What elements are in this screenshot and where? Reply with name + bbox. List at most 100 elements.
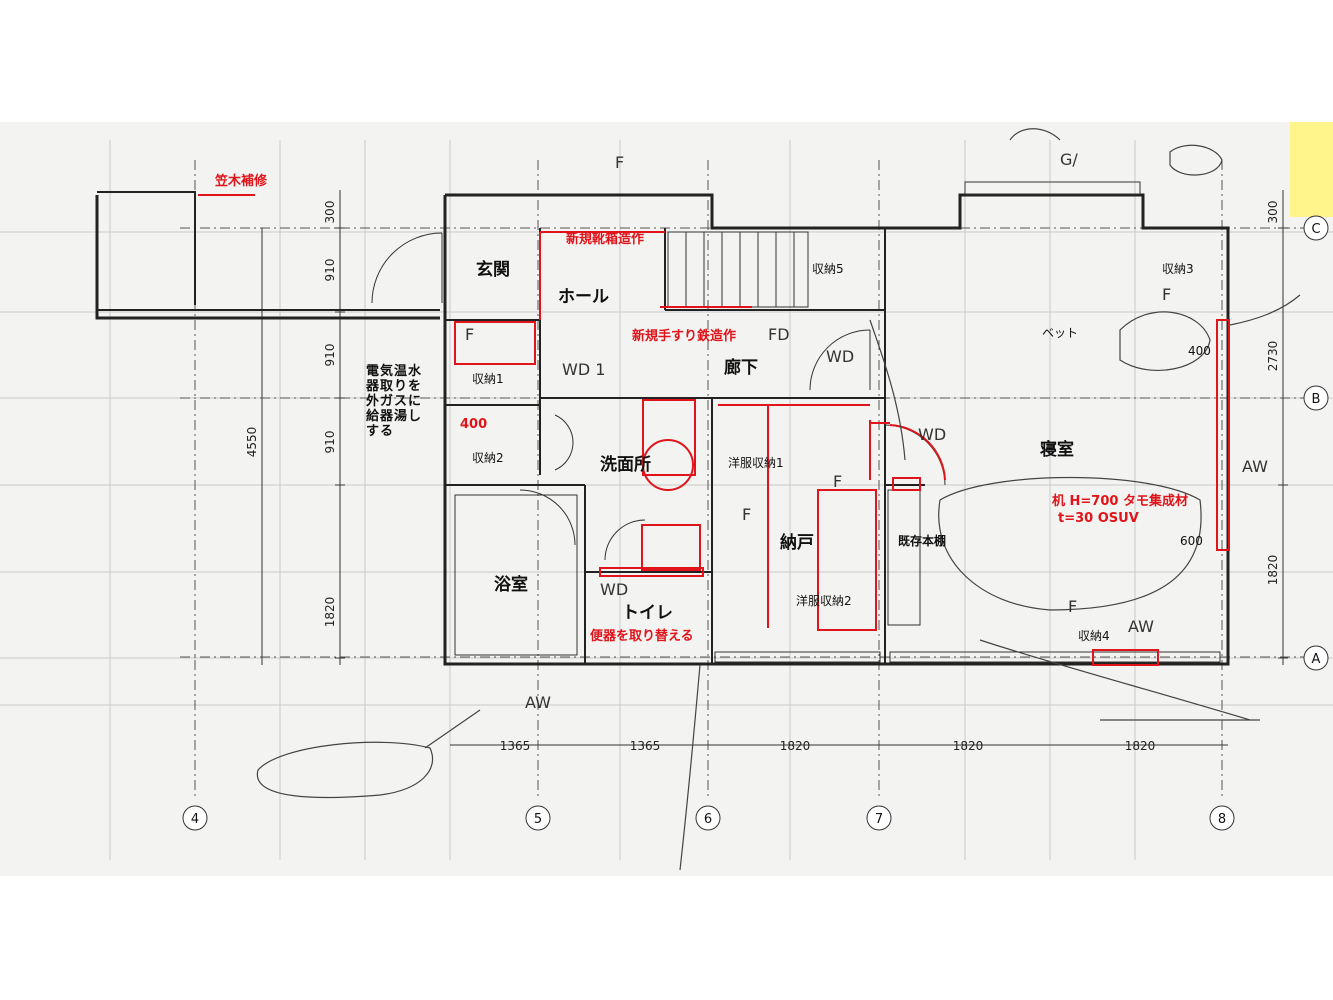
axis-label-7: 7	[875, 812, 883, 827]
axis-label-8: 8	[1218, 812, 1226, 827]
svg-text:ス: ス	[394, 394, 407, 409]
svg-text:ガ: ガ	[380, 394, 393, 409]
svg-text:り: り	[394, 379, 407, 394]
dim-bottom-1820c: 1820	[1125, 739, 1156, 753]
room-toilet: トイレ	[622, 603, 673, 623]
storage-labels: 収納1 収納2 収納3 収納4 収納5 洋服収納1 洋服収納2 400 600	[472, 262, 1211, 643]
axis-label-5: 5	[534, 812, 542, 827]
storage-4: 収納4	[1078, 629, 1110, 643]
svg-text:湯: 湯	[394, 408, 407, 424]
svg-text:し: し	[408, 409, 421, 424]
pencil-sketches	[256, 128, 1301, 871]
mark-f-top: F	[615, 153, 624, 172]
room-shinshitsu: 寝室	[1040, 439, 1074, 460]
axis-bubble-7	[866, 805, 892, 831]
dim-left-1820: 1820	[323, 597, 337, 628]
storage-yofuku-1: 洋服収納1	[728, 455, 784, 470]
room-bed: ベット	[1042, 326, 1078, 340]
axis-label-A: A	[1312, 652, 1321, 667]
room-genkan: 玄関	[476, 259, 510, 280]
red-notes: 笠木補修 新規靴箱造作 新規手すり鉄造作 便器を取り替える 机 H=700 タモ…	[214, 173, 1188, 644]
axis-label-C: C	[1311, 222, 1320, 237]
mark-g: G/	[1060, 150, 1078, 169]
dim-right-300: 300	[1266, 201, 1280, 224]
grid-lines	[180, 160, 1305, 800]
faint-underlay	[0, 140, 1333, 860]
red-revisions	[198, 194, 1230, 666]
svg-text:気: 気	[380, 363, 393, 379]
axis-label-B: B	[1312, 392, 1321, 407]
axis-bubble-8	[1209, 805, 1235, 831]
sticky-note	[1290, 122, 1333, 217]
svg-text:水: 水	[408, 363, 422, 379]
room-hall: ホール	[558, 287, 609, 307]
svg-text:す: す	[366, 424, 379, 439]
svg-text:給: 給	[366, 408, 380, 424]
dim-total-4550: 4550	[245, 427, 259, 458]
door-swings	[371, 232, 946, 561]
room-senmenjo: 洗面所	[600, 454, 651, 475]
note-desk-1: 机 H=700 タモ集成材	[1052, 493, 1188, 509]
svg-text:外: 外	[365, 393, 379, 409]
dim-right-1820: 1820	[1266, 555, 1280, 586]
axis-bubble-4	[182, 805, 208, 831]
room-rouka: 廊下	[724, 357, 758, 378]
mark-aw-shuno4: AW	[1128, 617, 1154, 636]
axis-bubble-5	[525, 805, 551, 831]
mark-wd-nando: WD	[918, 425, 946, 444]
mark-aw-right: AW	[1242, 457, 1268, 476]
axis-bubble-A	[1303, 645, 1329, 671]
drawing-sheet	[0, 122, 1333, 876]
room-labels: 玄関 ホール 廊下 洗面所 納戸 浴室 トイレ 寝室 既存本棚 ベット	[476, 259, 1078, 623]
dim-inner-600: 600	[1180, 534, 1203, 548]
axis-bubble-C	[1303, 215, 1329, 241]
axis-bubble-6	[695, 805, 721, 831]
dim-bottom-1820b: 1820	[953, 739, 984, 753]
svg-text:器: 器	[379, 409, 394, 424]
svg-text:取: 取	[380, 379, 394, 394]
dim-right-2730: 2730	[1266, 341, 1280, 372]
note-400: 400	[460, 417, 487, 432]
dim-left-910b: 910	[323, 344, 337, 367]
stairs	[667, 231, 809, 308]
note-benki: 便器を取り替える	[590, 628, 694, 644]
dim-bottom-1365a: 1365	[500, 739, 531, 753]
mark-f-yofuku: F	[833, 472, 842, 491]
grid-bubbles: 4 5 6 7 8 C B A	[182, 215, 1329, 831]
dimension-lines	[261, 190, 1288, 746]
mark-aw-bottom: AW	[525, 693, 551, 712]
hand-marks: F F F F F F FD WD 1 WD WD WD AW AW AW G/	[465, 150, 1268, 712]
mark-fd-rouka: FD	[768, 325, 790, 344]
mark-f-shinshitsu: F	[1068, 597, 1077, 616]
dim-inner-400: 400	[1188, 344, 1211, 358]
svg-text:温: 温	[394, 364, 407, 379]
note-kutsubako: 新規靴箱造作	[566, 231, 644, 247]
dim-left-910a: 910	[323, 259, 337, 282]
storage-1: 収納1	[472, 372, 504, 386]
svg-text:器: 器	[365, 379, 380, 394]
dim-bottom-1820a: 1820	[780, 739, 811, 753]
dim-bottom-1365b: 1365	[630, 739, 661, 753]
mark-wd1: WD 1	[562, 360, 605, 379]
note-tesuri: 新規手すり鉄造作	[632, 328, 736, 344]
water-heater-note: 水 を に し 温 り ス 湯 気 取 ガ 器 る 電 器 外 給 す	[365, 363, 422, 439]
mark-wd-rouka: WD	[826, 347, 854, 366]
axis-bubble-B	[1303, 385, 1329, 411]
svg-text:を: を	[408, 379, 421, 394]
storage-yofuku-2: 洋服収納2	[796, 593, 852, 608]
note-desk-2: t=30 OSUV	[1058, 511, 1139, 526]
dimension-texts: 300 910 910 910 1820 4550 300 2730 1820 …	[245, 201, 1280, 753]
room-yokushitsu: 浴室	[494, 574, 528, 595]
storage-5: 収納5	[812, 262, 844, 276]
axis-label-6: 6	[704, 812, 712, 827]
storage-2: 収納2	[472, 451, 504, 465]
dim-left-300: 300	[323, 201, 337, 224]
svg-text:る: る	[380, 424, 393, 439]
mark-wd-toilet: WD	[600, 580, 628, 599]
axis-label-4: 4	[191, 812, 199, 827]
svg-text:電: 電	[366, 364, 379, 379]
dim-left-910c: 910	[323, 431, 337, 454]
note-kasagi: 笠木補修	[214, 173, 268, 189]
room-nando: 納戸	[780, 532, 814, 553]
